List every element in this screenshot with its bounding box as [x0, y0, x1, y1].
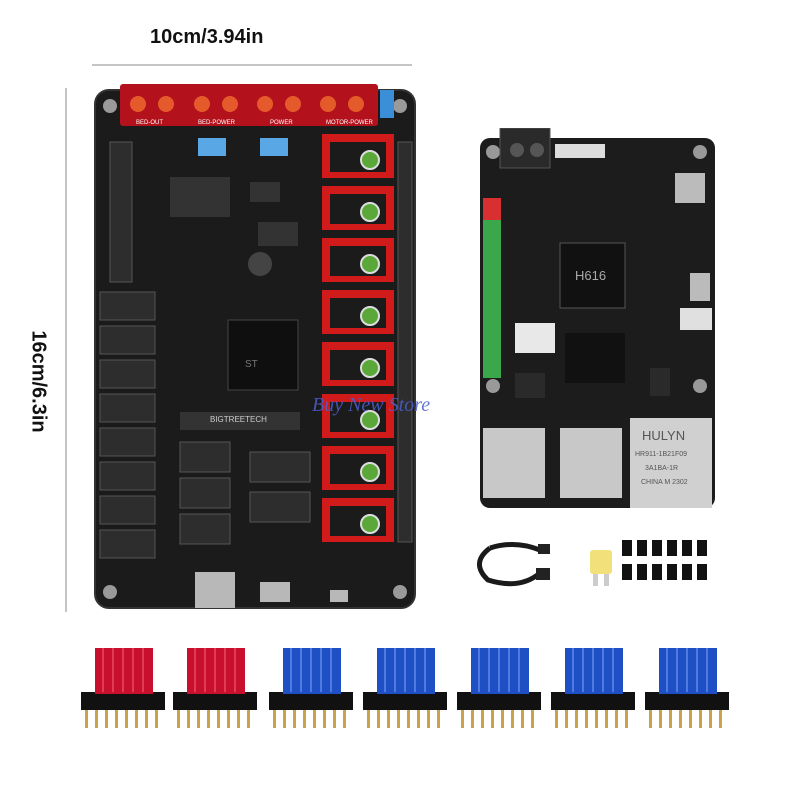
- height-dimension-label: 16cm/6.3in: [27, 330, 50, 433]
- ethernet-sub: 3A1BA-1R: [645, 465, 678, 472]
- capacitors: [360, 150, 380, 534]
- terminal-label-bed-out: BED-OUT: [136, 120, 163, 126]
- stepper-driver-2: [173, 648, 257, 728]
- ethernet-brand: HULYN: [642, 428, 685, 443]
- stepper-driver-7: [645, 648, 729, 728]
- ethernet-part: HR911-1B21F09: [635, 451, 687, 458]
- terminal-labels: BED-OUT BED-POWER POWER MOTOR-POWER: [136, 120, 374, 126]
- svg-text:ST: ST: [245, 359, 258, 370]
- ethernet-code: CHINA M 2302: [641, 479, 688, 486]
- stepper-driver-row: [81, 648, 729, 728]
- fuse: [590, 550, 612, 586]
- power-terminal-block: [120, 84, 394, 126]
- brand-text: BIGTREETECH: [210, 415, 267, 424]
- stepper-driver-3: [269, 648, 353, 728]
- stepper-driver-5: [457, 648, 541, 728]
- main-controller-board: BED-OUT BED-POWER POWER MOTOR-POWER ST B…: [94, 84, 416, 609]
- soc-chip-label: H616: [575, 268, 606, 283]
- ethernet-port: [630, 418, 712, 508]
- terminal-label-motor-power: MOTOR-POWER: [326, 120, 374, 126]
- terminal-label-power: POWER: [270, 120, 293, 126]
- width-dimension-label: 10cm/3.94in: [150, 26, 264, 48]
- pi-compute-board: H616 HULYN HR911-1B21F09 3A1BA-1R CHINA …: [480, 128, 715, 508]
- jumper-caps: [622, 540, 707, 580]
- stepper-driver-1: [81, 648, 165, 728]
- stepper-driver-4: [363, 648, 447, 728]
- usb-cable: [477, 542, 550, 587]
- watermark-text: Buy New Store: [312, 394, 431, 416]
- terminal-label-bed-power: BED-POWER: [198, 120, 236, 126]
- stepper-driver-6: [551, 648, 635, 728]
